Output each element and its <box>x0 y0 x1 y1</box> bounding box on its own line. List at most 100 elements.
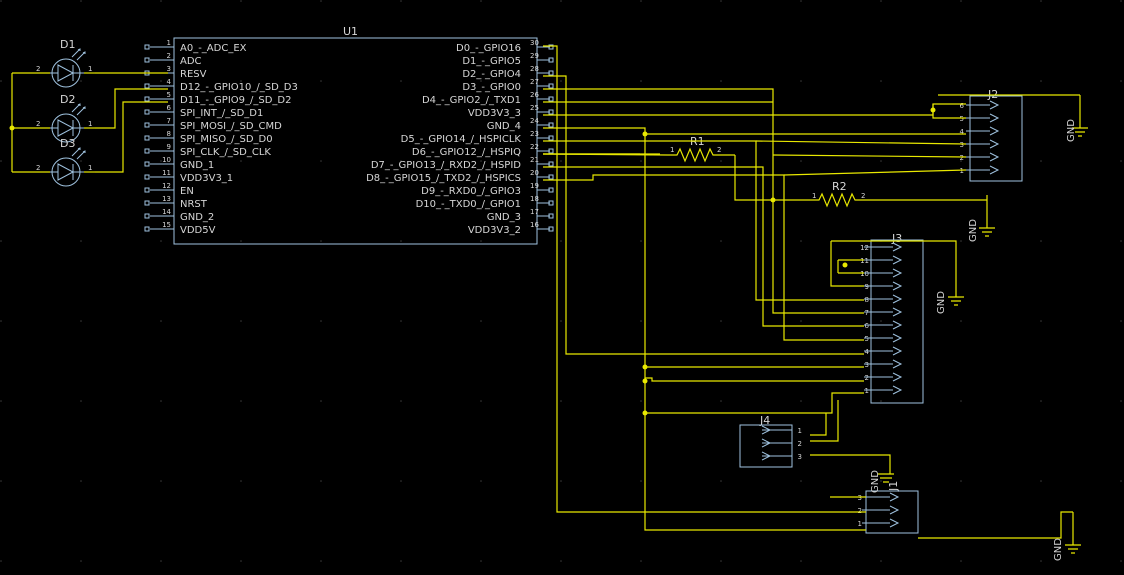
u1-pin-end <box>548 70 554 76</box>
u1-left-pin-number: 8 <box>167 130 171 138</box>
wire-d8-hspics <box>543 174 864 341</box>
led-light-arrows-icon <box>71 48 86 61</box>
u1-pin-end <box>144 44 150 50</box>
gnd-symbol-j2: GND <box>1066 95 1088 142</box>
u1-pin-end <box>144 213 150 219</box>
u1-right-pin-number: 26 <box>530 91 539 99</box>
r1-pin-right: 2 <box>717 146 721 154</box>
u1-left-pin-name: RESV <box>180 69 207 80</box>
j1-pins: 321 <box>858 492 900 528</box>
j3-contact-icon <box>892 294 903 304</box>
led-ref: D3 <box>60 137 75 150</box>
u1-right-pin-name: D2_-_GPIO4 <box>462 69 521 80</box>
u1-left-pin-name: GND_2 <box>180 212 214 223</box>
j4-ref: J4 <box>759 414 770 427</box>
j2-pin-number: 3 <box>960 141 964 149</box>
u1-right-pin-name: D8_-_GPIO15_/_TXD2_/_HSPICS <box>366 173 521 184</box>
junctions <box>9 107 936 416</box>
wire-j4-2 <box>810 400 839 442</box>
u1-left-pin-name: D11_-_GPIO9_/_SD_D2 <box>180 95 291 106</box>
gnd-symbol-r2: GND <box>968 195 995 242</box>
wire-gnd4 <box>543 127 866 531</box>
u1-left-pin-name: A0_-_ADC_EX <box>180 43 247 54</box>
u1-left-pin-name: GND_1 <box>180 160 214 171</box>
wire-d3-gpio9 <box>95 101 168 173</box>
j2-contact-icon <box>989 165 1000 175</box>
u1-left-pin-name: VDD5V <box>180 225 216 236</box>
j3-pin-number: 11 <box>860 257 869 265</box>
wire-j3-1 <box>645 392 864 414</box>
wire-j1-1-gnd <box>918 511 1073 539</box>
j3-pin-number: 7 <box>865 309 869 317</box>
wire-d5-hspiclk <box>543 140 864 301</box>
led-ref: D2 <box>60 93 75 106</box>
led-light-arrows-icon <box>71 103 86 116</box>
u1-pin-end <box>548 83 554 89</box>
junction-gnd-j4 <box>642 410 648 416</box>
wire-d2-gpio10 <box>95 88 168 129</box>
j2-pin-number: 2 <box>960 154 964 162</box>
u1-pin-end <box>548 213 554 219</box>
j3-pin-number: 12 <box>860 244 869 252</box>
j4-pin-number: 2 <box>798 440 802 448</box>
gnd-label-j3: GND <box>936 291 947 314</box>
j2-pin-number: 5 <box>960 115 964 123</box>
u1-left-pin-number: 12 <box>162 182 171 190</box>
j3-contact-icon <box>892 281 903 291</box>
j2-contact-icon <box>989 113 1000 123</box>
u1-right-pin-number: 18 <box>530 195 539 203</box>
u1-right-pin-name: D1_-_GPIO5 <box>462 56 521 67</box>
j3-ref: J3 <box>891 232 902 245</box>
u1-left-pin-number: 1 <box>167 39 171 47</box>
wire-d2-gpio4 <box>543 75 864 355</box>
j3-pin-number: 6 <box>865 322 870 330</box>
u1-left-pin-name: SPI_INT_/_SD_D1 <box>180 108 263 119</box>
r1-component[interactable]: R1 1 2 <box>668 135 722 163</box>
u1-left-pin-number: 4 <box>167 78 172 86</box>
u1-left-pin-name: NRST <box>180 199 208 210</box>
u1-pin-end <box>548 109 554 115</box>
u1-right-pin-name: D7_-_GPIO13_/_RXD2_/_HSPID <box>371 160 521 171</box>
j1-pin-number: 2 <box>858 507 862 515</box>
r2-component[interactable]: R2 1 2 <box>810 180 866 208</box>
junction-gnd-j3-2 <box>642 378 648 384</box>
u1-pin-end <box>548 96 554 102</box>
j3-contact-icon <box>892 372 903 382</box>
j1-pin-number: 3 <box>858 494 862 502</box>
u1-right-pin-name: D0_-_GPIO16 <box>456 43 521 54</box>
u1-pin-end <box>144 135 150 141</box>
u1-pin-end <box>548 161 554 167</box>
j4-contact-icon <box>761 438 772 448</box>
u1-right-pin-number: 20 <box>530 169 539 177</box>
j4-pin-number: 1 <box>798 427 802 435</box>
wire-j3-11-10 <box>837 259 864 274</box>
u1-right-pin-number: 23 <box>530 130 539 138</box>
gnd-label-j1: GND <box>870 470 881 493</box>
j4-component[interactable]: J4 123 <box>739 414 802 468</box>
j3-pin-number: 2 <box>865 374 869 382</box>
u1-pin-end <box>548 226 554 232</box>
j3-contact-icon <box>892 333 903 343</box>
led-pin-right: 1 <box>88 65 92 73</box>
j2-pin-number: 1 <box>960 167 964 175</box>
u1-left-pin-name: D12_-_GPIO10_/_SD_D3 <box>180 82 298 93</box>
u1-pin-end <box>144 109 150 115</box>
wires <box>11 45 1080 539</box>
j1-component[interactable]: J1 321 <box>858 481 919 534</box>
junction-j3-top <box>842 262 848 268</box>
u1-right-pin-number: 24 <box>530 117 539 125</box>
gnd-symbol-j3: GND <box>936 247 964 314</box>
u1-right-pin-number: 19 <box>530 182 539 190</box>
u1-pin-end <box>144 226 150 232</box>
j3-pin-number: 1 <box>865 387 869 395</box>
u1-pin-end <box>548 174 554 180</box>
gnd-symbol-bottom: GND <box>1053 512 1081 561</box>
